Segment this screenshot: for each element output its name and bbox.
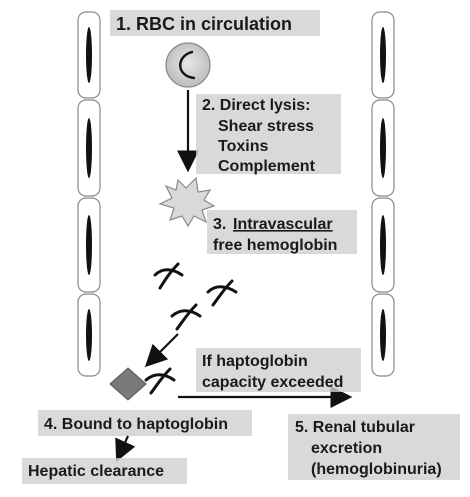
cell-nucleus [380,27,386,83]
cell-nucleus [380,215,386,275]
free-hemoglobin-molecule-icon [153,262,184,290]
step2-shadow [196,94,341,174]
step2-item-shear-stress: Shear stress [218,118,314,135]
step1-shadow [110,10,320,36]
cell-nucleus [380,118,386,178]
branch-label-line2: capacity exceeded [202,374,343,391]
branch-shadow [196,348,361,392]
rbc-icon [165,42,211,88]
arrow-to-hepatic-clearance [115,435,136,463]
free-hemoglobin-molecule-icon [206,279,238,307]
step5-line2: excretion [311,440,382,457]
lysed-rbc-burst-icon [158,176,216,228]
bound-hemoglobin-icon [144,367,176,395]
step5-shadow [288,414,460,480]
step2-item-complement: Complement [218,158,316,175]
left-vessel-wall [77,11,101,377]
arrow-to-haptoglobin [144,333,179,368]
step4-shadow [38,410,252,436]
cell-nucleus [86,118,92,178]
step3-line1: Intravascular [233,216,333,233]
cell-nucleus [86,309,92,361]
step1-label: 1. RBC in circulation [116,14,292,34]
step3-shadow [207,210,357,254]
step5-line1: 5. Renal tubular [295,419,415,436]
free-hemoglobin-molecule-icon [170,303,202,331]
step2-title: 2. Direct lysis: [202,97,311,114]
step3-line2: free hemoglobin [213,237,337,254]
cell-nucleus [86,27,92,83]
haptoglobin-icon [109,367,147,401]
hepatic-clearance-label: Hepatic clearance [28,463,164,480]
cell-nucleus [380,309,386,361]
right-vessel-wall [371,11,395,377]
step3-number: 3. [213,216,226,233]
step2-item-toxins: Toxins [218,138,268,155]
step4-label: 4. Bound to haptoglobin [44,416,228,433]
cell-nucleus [86,215,92,275]
hepatic-shadow [22,458,187,484]
step5-line3: (hemoglobinuria) [311,461,442,478]
branch-label-line1: If haptoglobin [202,353,308,370]
